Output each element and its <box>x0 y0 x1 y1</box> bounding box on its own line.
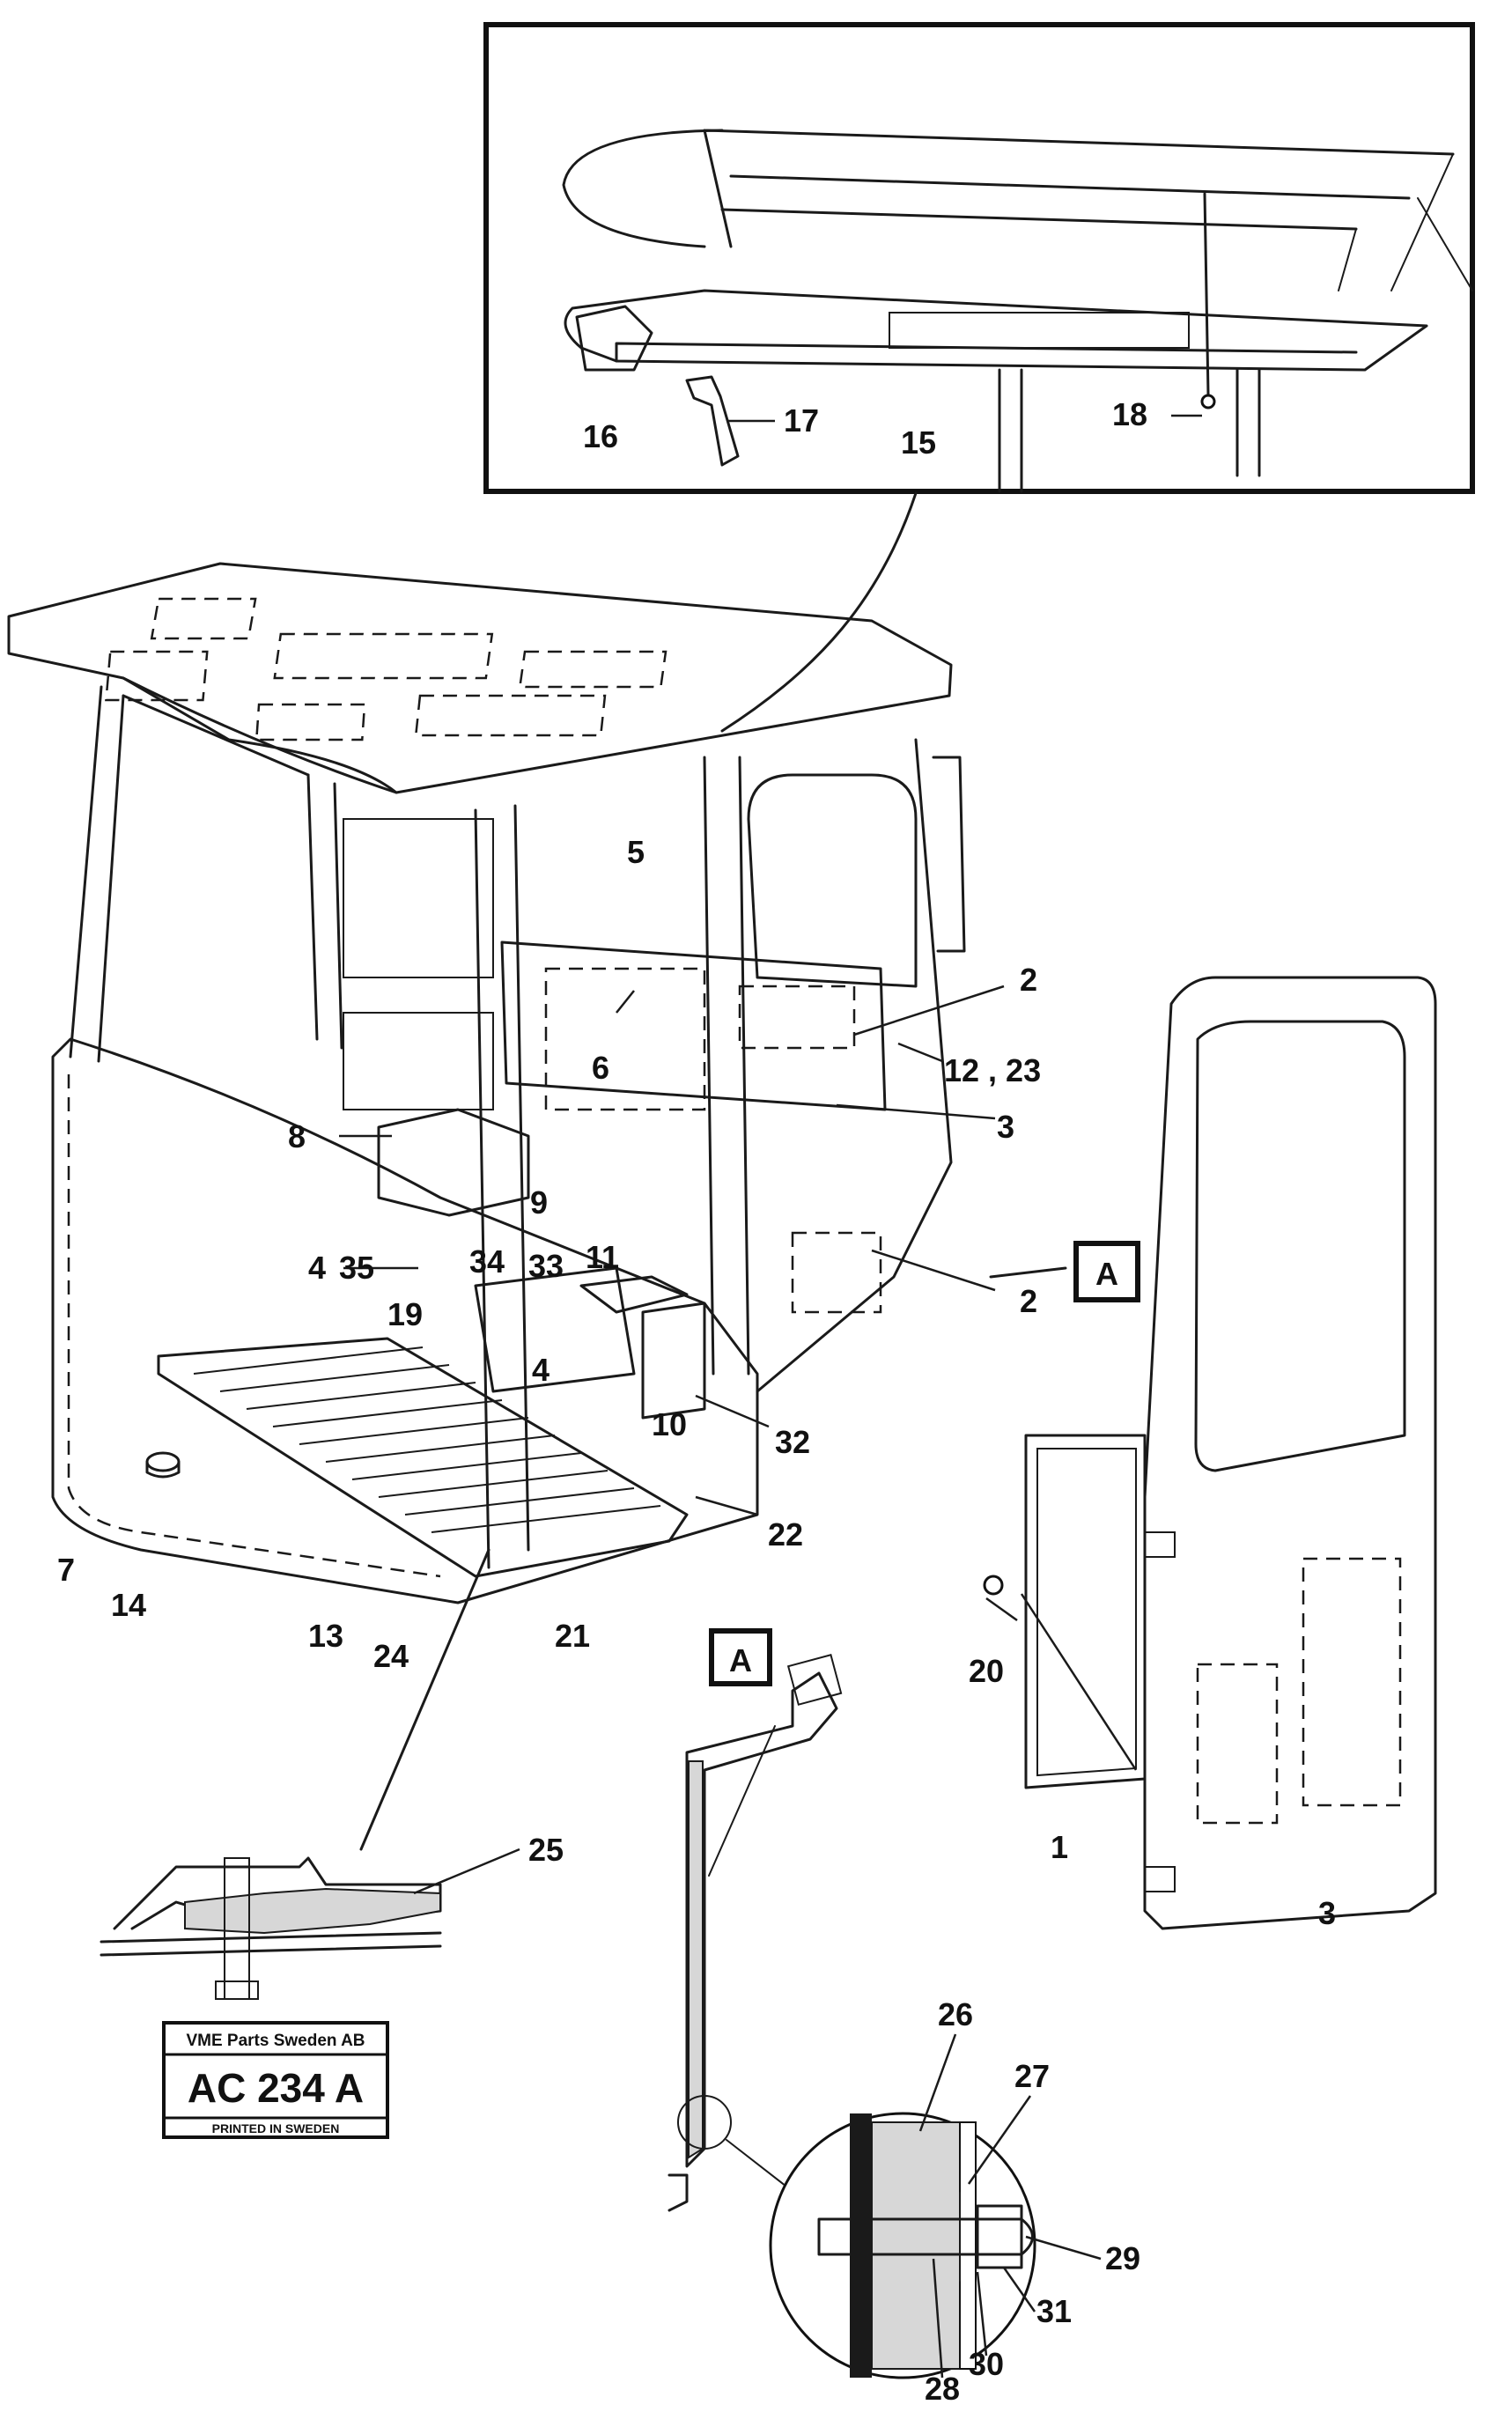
floor-section-detail <box>100 1548 490 2000</box>
view-marker-door: A <box>1073 1241 1140 1302</box>
callout-27: 27 <box>1014 2058 1050 2094</box>
callout-3-door: 3 <box>1318 1895 1336 1931</box>
callout-18: 18 <box>1112 396 1147 432</box>
stamp-company: VME Parts Sweden AB <box>186 2032 365 2050</box>
callout-5: 5 <box>627 834 645 870</box>
callout-4-top: 4 <box>308 1250 326 1286</box>
callout-29: 29 <box>1105 2240 1140 2276</box>
callout-4-floor: 4 <box>532 1352 549 1388</box>
cab-door <box>983 976 1437 1930</box>
callout-24: 24 <box>373 1638 409 1674</box>
view-marker-detail-label: A <box>729 1642 752 1678</box>
callout-25: 25 <box>528 1832 564 1868</box>
callout-35: 35 <box>339 1250 374 1286</box>
stamp-printed: PRINTED IN SWEDEN <box>212 2121 340 2135</box>
callout-34: 34 <box>469 1243 505 1280</box>
view-marker-door-label: A <box>1095 1256 1118 1292</box>
callout-20: 20 <box>969 1653 1004 1689</box>
inset-connector <box>720 491 918 733</box>
callout-1: 1 <box>1051 1829 1068 1865</box>
callout-8: 8 <box>288 1118 306 1154</box>
view-marker-detail: A <box>709 1628 772 1686</box>
callout-3-cab: 3 <box>997 1109 1014 1145</box>
roof-lining-inset <box>483 22 1475 494</box>
leader-lines <box>339 414 1202 1895</box>
callout-14: 14 <box>111 1587 146 1623</box>
callout-6: 6 <box>592 1050 609 1086</box>
callout-26: 26 <box>938 1996 973 2032</box>
callout-13: 13 <box>308 1618 343 1654</box>
callout-22: 22 <box>768 1516 803 1553</box>
callout-17: 17 <box>784 402 819 439</box>
vme-stamp: VME Parts Sweden AB AC 234 A PRINTED IN … <box>162 2021 389 2139</box>
callout-11: 11 <box>586 1239 619 1275</box>
callout-2-top: 2 <box>1020 962 1037 998</box>
detail-leaders <box>918 2033 1102 2379</box>
callout-31: 31 <box>1036 2293 1072 2329</box>
callout-2-side: 2 <box>1020 1283 1037 1319</box>
stamp-code: AC 234 A <box>188 2065 364 2111</box>
callout-32: 32 <box>775 1424 810 1460</box>
callout-12-23: 12 , 23 <box>944 1052 1041 1088</box>
callout-19: 19 <box>387 1296 423 1332</box>
cab-body <box>7 562 966 1604</box>
callout-15: 15 <box>901 424 936 461</box>
callout-16: 16 <box>583 418 618 454</box>
view-a-bracket-detail <box>667 1654 1036 2379</box>
callout-21: 21 <box>555 1618 590 1654</box>
callout-7: 7 <box>57 1552 75 1588</box>
callout-10: 10 <box>652 1406 687 1442</box>
callout-9: 9 <box>530 1184 548 1221</box>
callout-33: 33 <box>528 1248 564 1284</box>
